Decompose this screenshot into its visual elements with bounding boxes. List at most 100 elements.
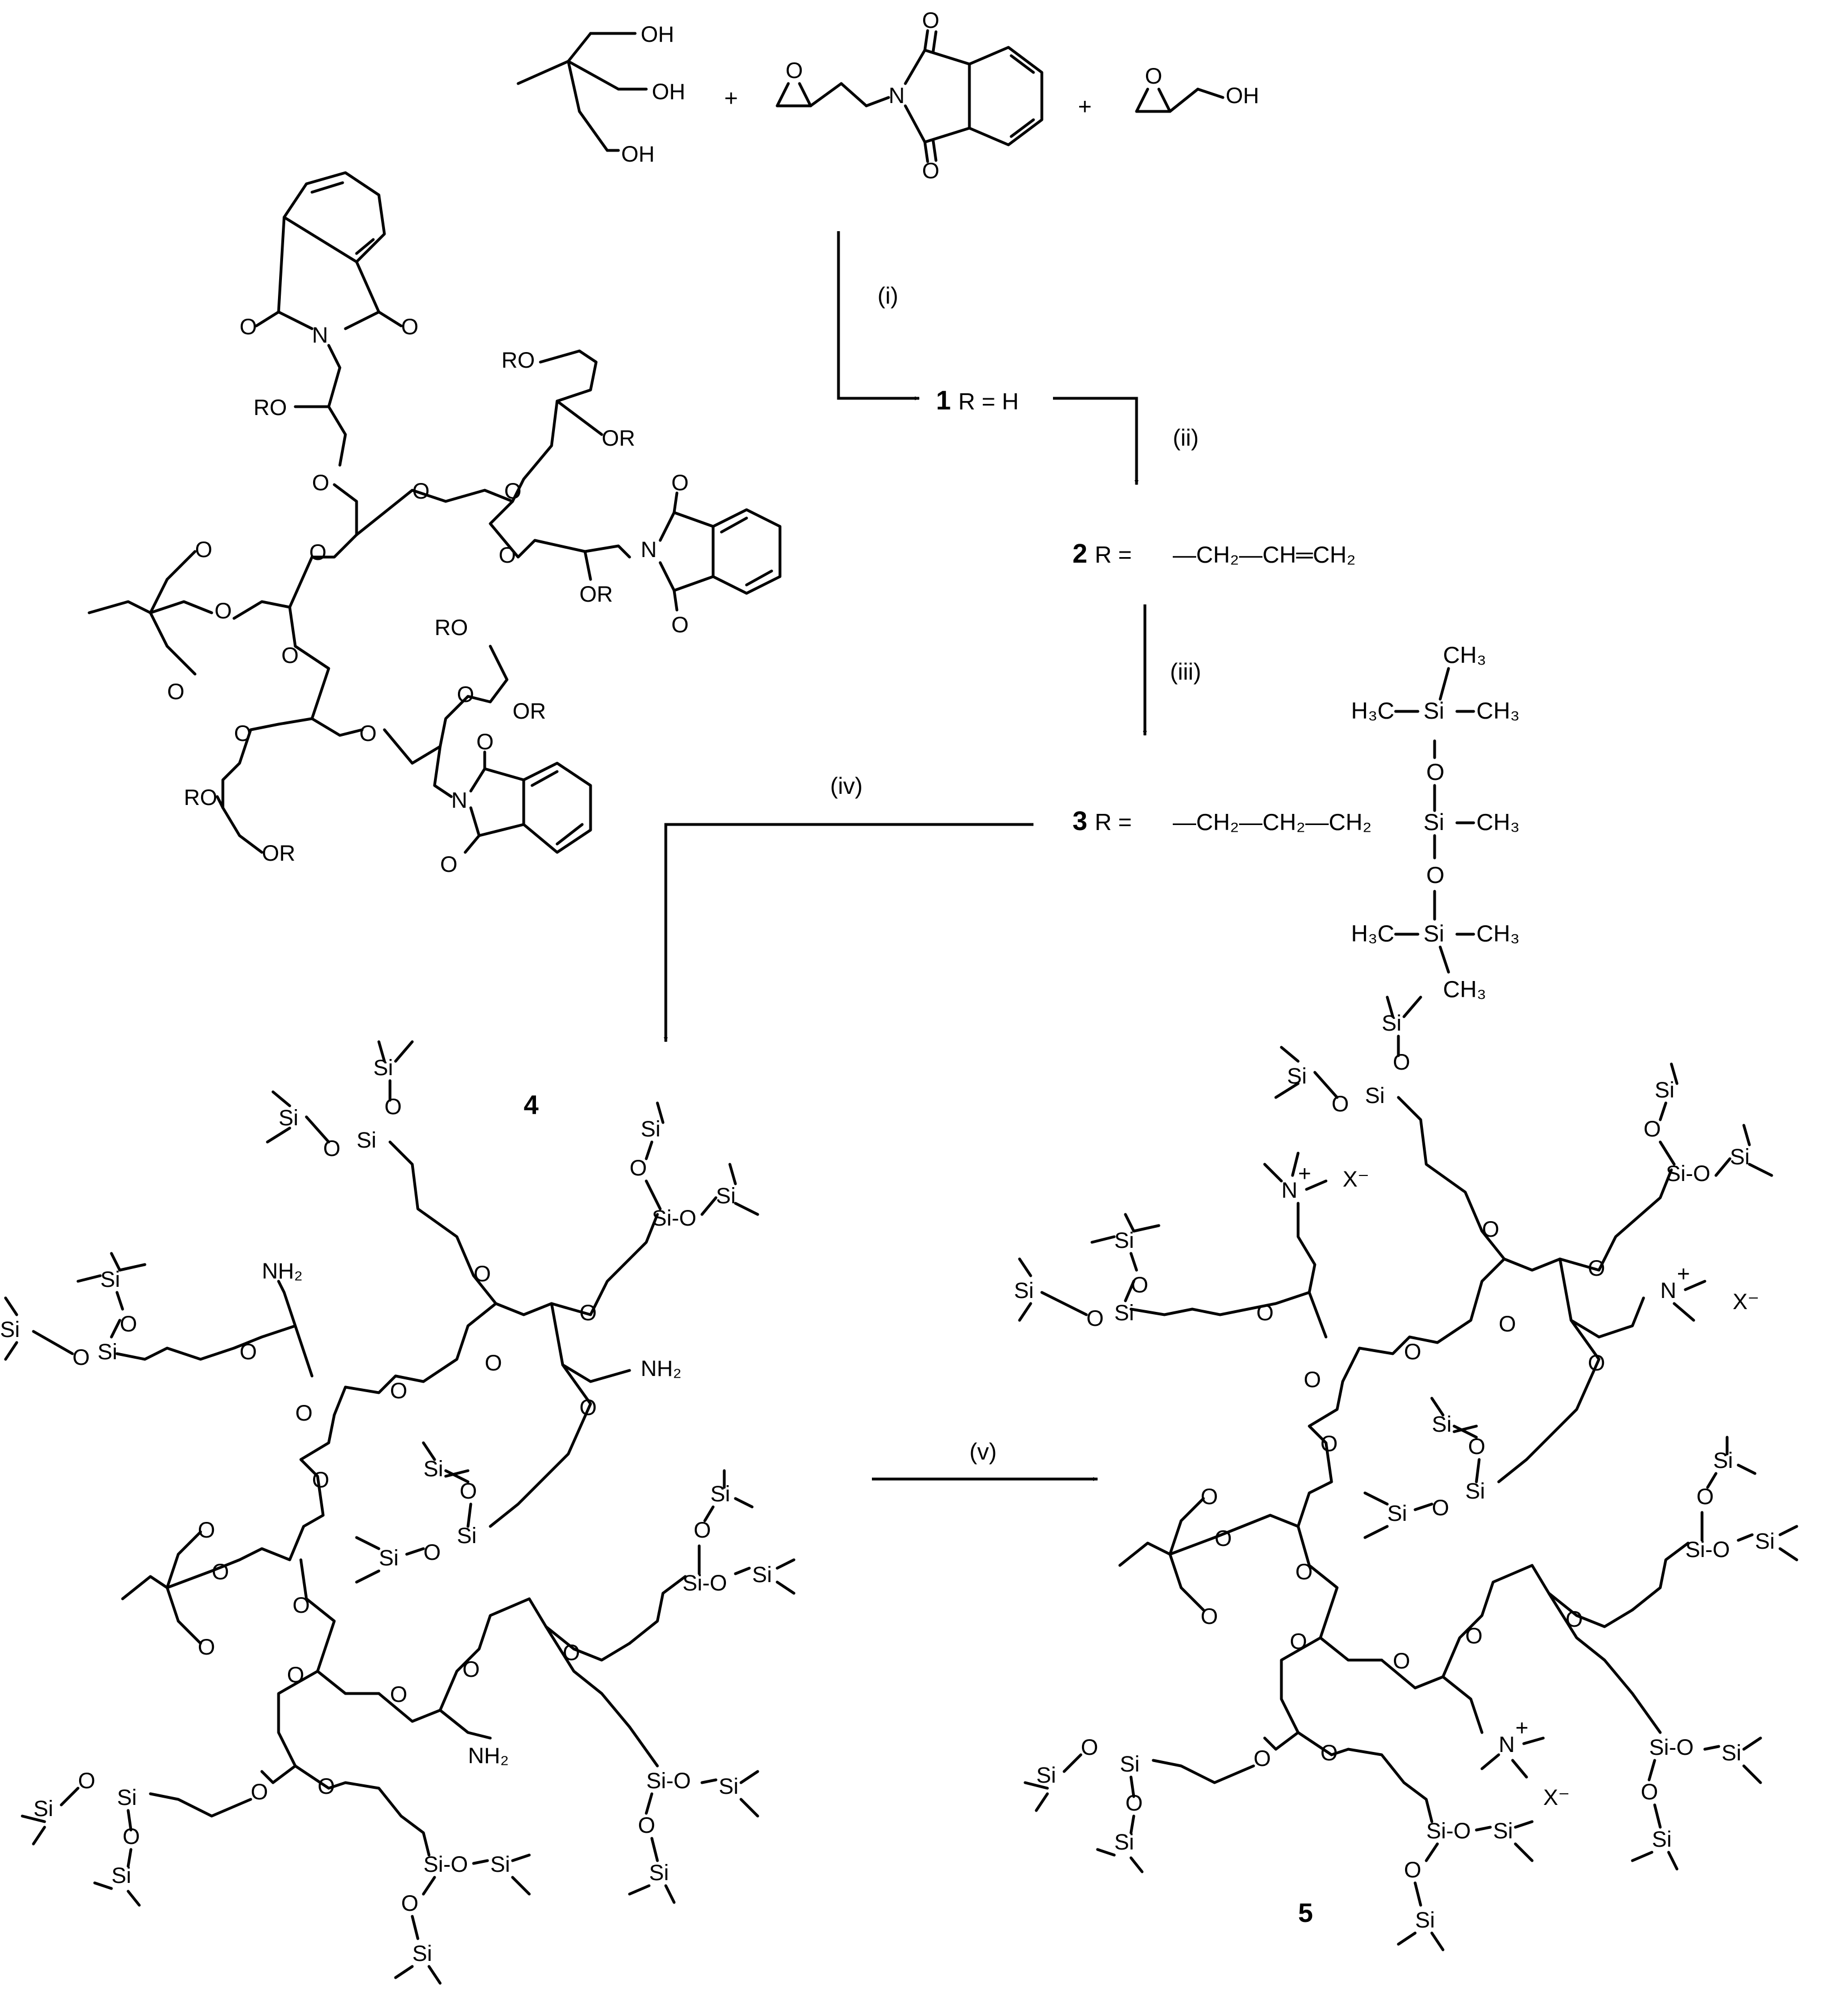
lower-h3c-label: H₃C — [1351, 920, 1394, 946]
siloxane-si-label: Si — [423, 1457, 443, 1481]
siloxane-si-label: Si — [457, 1524, 477, 1548]
imide-o-label: O — [401, 315, 418, 339]
ro-label: RO — [184, 785, 217, 810]
imide-o-label: O — [671, 471, 689, 495]
ether-o-label: O — [1254, 1746, 1271, 1771]
siloxane-o-label: O — [630, 1156, 647, 1180]
compound-1-r-definition: R = H — [958, 388, 1019, 414]
imide-o-top-label: O — [922, 8, 939, 33]
ether-o-label: O — [1482, 1217, 1499, 1242]
siloxane-o-label: O — [72, 1345, 90, 1370]
ether-o-label: O — [234, 721, 251, 746]
imide-n-bottom: N — [451, 788, 467, 813]
ether-o-label: O — [195, 538, 212, 562]
imide-o-bottom-label: O — [922, 159, 939, 183]
ether-o-label: O — [212, 1560, 229, 1584]
ro-label: RO — [253, 396, 287, 420]
upper-h3c-label: H₃C — [1351, 697, 1394, 724]
siloxane-si-o-label: Si-O — [1685, 1538, 1730, 1562]
ether-o-label: O — [1256, 1301, 1274, 1325]
or-label: OR — [602, 426, 635, 451]
siloxane-si-label: Si — [1432, 1412, 1452, 1437]
ether-o-label: O — [1393, 1649, 1410, 1673]
oh-label-1: OH — [641, 22, 674, 47]
ether-o-label: O — [295, 1401, 313, 1426]
siloxane-si-label: Si — [1415, 1908, 1435, 1932]
compound-2-r-equals: R = — [1095, 541, 1132, 568]
ether-o-label: O — [412, 479, 430, 504]
dendron-core-structure: N O O RO O O O RO OR O OR N O O O — [87, 171, 782, 877]
oh-label-3: OH — [621, 142, 655, 167]
siloxane-si-label: Si — [716, 1184, 736, 1208]
ether-o-label: O — [318, 1774, 335, 1799]
glycidol-oh-label: OH — [1226, 84, 1259, 108]
siloxane-si-label: Si — [0, 1317, 20, 1342]
reagent-glycidyl-phthalimide: O N O O — [776, 8, 1044, 183]
siloxane-si-label: Si — [719, 1774, 739, 1799]
plus-sign-1: + — [724, 85, 738, 111]
siloxane-o-label: O — [638, 1813, 655, 1838]
siloxane-si-label: Si — [1114, 1301, 1134, 1325]
ro-label: RO — [501, 348, 535, 373]
ether-o-label: O — [1588, 1256, 1605, 1281]
siloxane-o-label: O — [1641, 1780, 1658, 1804]
siloxane-si-label: Si — [1652, 1827, 1672, 1852]
ether-o-label: O — [1295, 1560, 1313, 1584]
amine-nh2-label: NH₂ — [468, 1744, 509, 1768]
plus-charge: + — [1677, 1262, 1690, 1286]
siloxane-o-label: O — [401, 1891, 418, 1916]
allyl-substituent: —CH₂—CH═CH₂ — [1173, 541, 1355, 568]
siloxane-si-o-label: Si-O — [652, 1206, 696, 1231]
siloxane-si-o-label: Si-O — [423, 1852, 468, 1877]
siloxane-si-label: Si — [1713, 1448, 1733, 1473]
compound-3-number: 3 — [1072, 807, 1088, 836]
compound-5-number: 5 — [1298, 1899, 1313, 1928]
siloxane-si-label: Si — [1387, 1501, 1407, 1526]
counterion-x-label: X⁻ — [1733, 1290, 1759, 1314]
siloxane-o-label: O — [384, 1095, 402, 1119]
siloxane-si-o-label: Si-O — [1426, 1819, 1471, 1843]
siloxane-o-label: O — [1696, 1485, 1714, 1509]
siloxane-o-label: O — [120, 1312, 137, 1336]
step-label-ii: (ii) — [1173, 424, 1199, 451]
ether-o-label: O — [1201, 1485, 1218, 1509]
siloxane-o-label: O — [423, 1540, 441, 1565]
ether-o-label: O — [579, 1301, 597, 1325]
siloxane-si-label: Si — [1465, 1479, 1485, 1504]
compound-2-number: 2 — [1072, 539, 1088, 569]
ether-o-label: O — [390, 1682, 407, 1707]
compound-2-label: 2 R = —CH₂—CH═CH₂ — [1072, 539, 1355, 569]
siloxane-si-label: Si — [1036, 1763, 1056, 1788]
siloxane-si-label: Si — [1114, 1228, 1134, 1253]
ether-o-label: O — [292, 1593, 310, 1618]
siloxane-si-label: Si — [752, 1563, 772, 1587]
imide-n-label: N — [889, 84, 905, 108]
siloxane-si-label: Si — [1755, 1529, 1775, 1554]
siloxane-si-label: Si — [379, 1546, 399, 1570]
compound-3-label: 3 R = —CH₂—CH₂—CH₂ Si CH₃ O H₃C Si CH₃ C… — [1072, 642, 1520, 1002]
ether-o-label: O — [1566, 1607, 1583, 1632]
siloxane-si-label: Si — [357, 1128, 377, 1153]
ether-o-label: O — [251, 1780, 268, 1804]
siloxane-o-label: O — [1086, 1306, 1104, 1331]
upper-si-label: Si — [1423, 697, 1444, 724]
plus-sign-2: + — [1078, 93, 1092, 119]
lower-o-label: O — [1426, 862, 1445, 888]
arrow-step-iv — [664, 823, 1033, 1042]
ro-label: RO — [435, 616, 468, 640]
siloxane-o-label: O — [694, 1518, 711, 1543]
ether-o-label: O — [1499, 1312, 1516, 1336]
siloxane-si-label: Si — [100, 1267, 120, 1292]
siloxane-si-label: Si — [1722, 1741, 1742, 1765]
siloxane-si-label: Si — [710, 1482, 730, 1506]
plus-charge: + — [1515, 1716, 1528, 1740]
siloxane-si-label: Si — [412, 1941, 432, 1966]
compound-5-structure: O O O O O O O N + X⁻ O Si O Si O Si O Si… — [1014, 995, 1798, 1951]
counterion-x-label: X⁻ — [1343, 1167, 1369, 1192]
siloxane-si-o-label: Si-O — [1666, 1162, 1710, 1186]
siloxane-o-label: O — [1404, 1858, 1421, 1882]
or-label: OR — [513, 699, 546, 724]
ether-o-label: O — [1320, 1432, 1338, 1456]
ether-o-label: O — [359, 721, 377, 746]
siloxane-si-label: Si — [117, 1785, 137, 1810]
